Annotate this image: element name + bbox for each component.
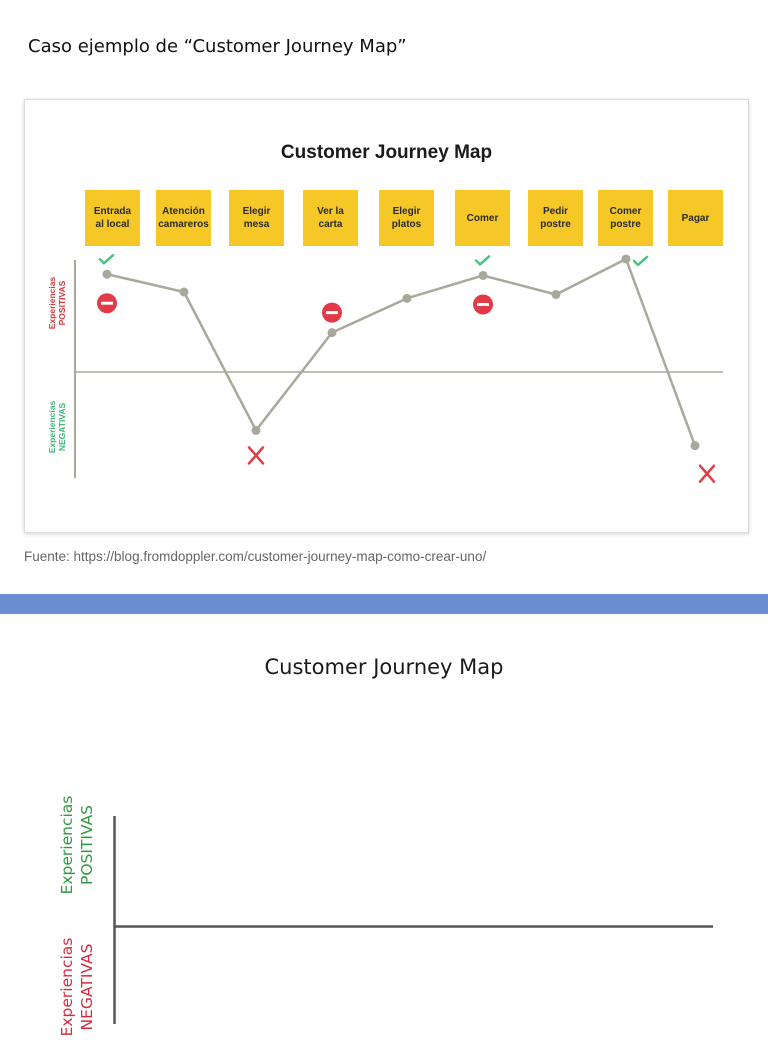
source-caption: Fuente: https://blog.fromdoppler.com/cus…: [24, 549, 487, 564]
data-point: [179, 287, 189, 297]
minus-bar: [477, 302, 489, 306]
stage-box: Entrada al local: [85, 190, 140, 246]
minus-bar: [326, 311, 338, 315]
stage-box: Elegir mesa: [229, 190, 284, 246]
figure-title: Customer Journey Map: [280, 142, 493, 163]
data-point: [621, 254, 631, 264]
stage-box: Atención camareros: [156, 190, 211, 246]
data-point: [327, 328, 337, 338]
check-icon: [98, 253, 115, 265]
journey-map-figure: Customer Journey Map Entrada al local Ate…: [24, 99, 749, 533]
stage-box: Ver la carta: [303, 190, 358, 246]
cross-icon: [698, 464, 716, 483]
page-heading: Caso ejemplo de “Customer Journey Map”: [28, 36, 407, 57]
data-point: [102, 269, 112, 279]
minus-bar: [101, 301, 113, 305]
journey-line-chart: [74, 253, 723, 483]
stage-box: Elegir platos: [379, 190, 434, 246]
stage-box: Pagar: [668, 190, 723, 246]
stage-box: Pedir postre: [528, 190, 583, 246]
data-point: [551, 290, 561, 300]
check-icon: [474, 255, 491, 266]
stage-box: Comer: [455, 190, 510, 246]
data-point: [478, 270, 488, 280]
data-point: [251, 425, 261, 435]
data-point: [402, 293, 412, 303]
data-point: [690, 441, 700, 451]
cross-icon: [247, 446, 265, 465]
divider-band: [0, 594, 768, 614]
template-title: Customer Journey Map: [264, 655, 504, 679]
stage-box: Comer postre: [598, 190, 653, 246]
check-icon: [632, 255, 649, 267]
